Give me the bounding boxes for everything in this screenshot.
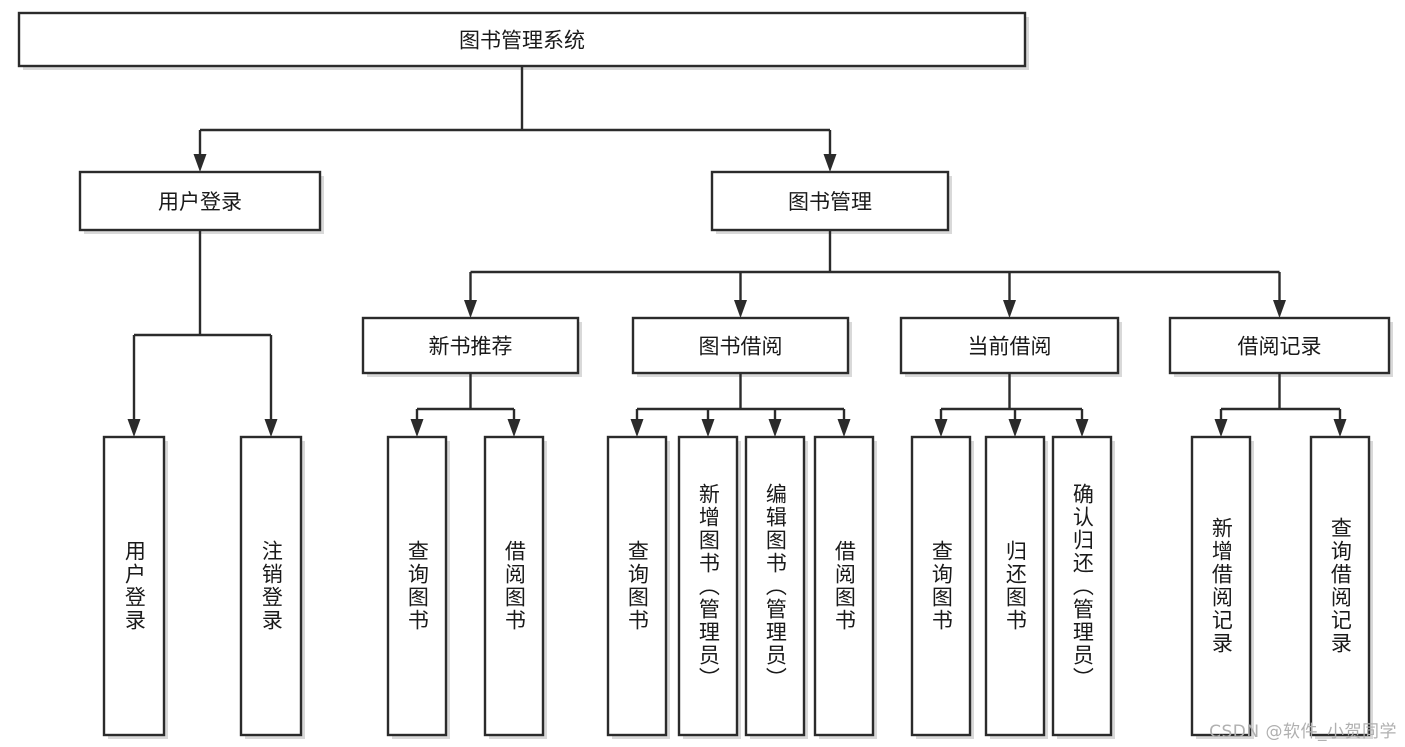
- node-box-leaf-query-book-rec[interactable]: [386, 435, 448, 737]
- node-label-user-login: 用户登录: [158, 190, 242, 214]
- arrow-head-icon: [768, 419, 782, 437]
- node-label-borrow-record: 借阅记录: [1238, 335, 1322, 359]
- arrow-head-icon: [630, 419, 644, 437]
- node-box-current-borrow[interactable]: [899, 316, 1120, 375]
- node-box-leaf-add-record[interactable]: [1190, 435, 1252, 737]
- arrow-head-icon: [1214, 419, 1228, 437]
- node-box-book-borrow[interactable]: [631, 316, 850, 375]
- node-box-leaf-borrow-book[interactable]: [813, 435, 875, 737]
- node-box-leaf-borrow-book-rec[interactable]: [483, 435, 545, 737]
- arrow-head-icon: [127, 419, 141, 437]
- node-box-leaf-add-book[interactable]: [677, 435, 739, 737]
- connector-layer: [127, 66, 1347, 437]
- node-box-leaf-user-login[interactable]: [102, 435, 166, 737]
- arrow-head-icon: [464, 300, 477, 318]
- arrow-head-icon: [193, 154, 207, 172]
- node-label-new-book-recommend: 新书推荐: [429, 335, 513, 359]
- arrow-head-icon: [1003, 300, 1016, 318]
- arrow-head-icon: [410, 419, 424, 437]
- node-box-user-login[interactable]: [78, 170, 322, 232]
- node-label-current-borrow: 当前借阅: [968, 335, 1052, 359]
- arrow-head-icon: [507, 419, 521, 437]
- node-box-book-manage[interactable]: [710, 170, 950, 232]
- arrow-head-icon: [734, 300, 747, 318]
- node-label-root: 图书管理系统: [459, 29, 585, 53]
- arrow-head-icon: [264, 419, 278, 437]
- arrow-head-icon: [823, 154, 837, 172]
- node-box-layer: [17, 11, 1391, 737]
- node-box-root[interactable]: [17, 11, 1027, 68]
- arrow-head-icon: [701, 419, 715, 437]
- node-box-borrow-record[interactable]: [1168, 316, 1391, 375]
- node-label-book-manage: 图书管理: [788, 190, 872, 214]
- arrow-head-icon: [1008, 419, 1022, 437]
- node-label-book-borrow: 图书借阅: [699, 335, 783, 359]
- arrow-head-icon: [1075, 419, 1089, 437]
- node-box-new-book-recommend[interactable]: [361, 316, 580, 375]
- node-box-leaf-query-record[interactable]: [1309, 435, 1371, 737]
- arrow-head-icon: [1273, 300, 1286, 318]
- node-box-leaf-query-book-borrow[interactable]: [606, 435, 668, 737]
- arrow-head-icon: [934, 419, 948, 437]
- node-box-leaf-logout[interactable]: [239, 435, 303, 737]
- node-box-leaf-return-book[interactable]: [984, 435, 1046, 737]
- arrow-head-icon: [837, 419, 851, 437]
- node-box-leaf-confirm-return[interactable]: [1051, 435, 1113, 737]
- node-box-leaf-edit-book[interactable]: [744, 435, 806, 737]
- csdn-watermark: CSDN @软件_小贺同学: [1209, 722, 1397, 742]
- node-box-leaf-query-book-cur[interactable]: [910, 435, 972, 737]
- arrow-head-icon: [1333, 419, 1347, 437]
